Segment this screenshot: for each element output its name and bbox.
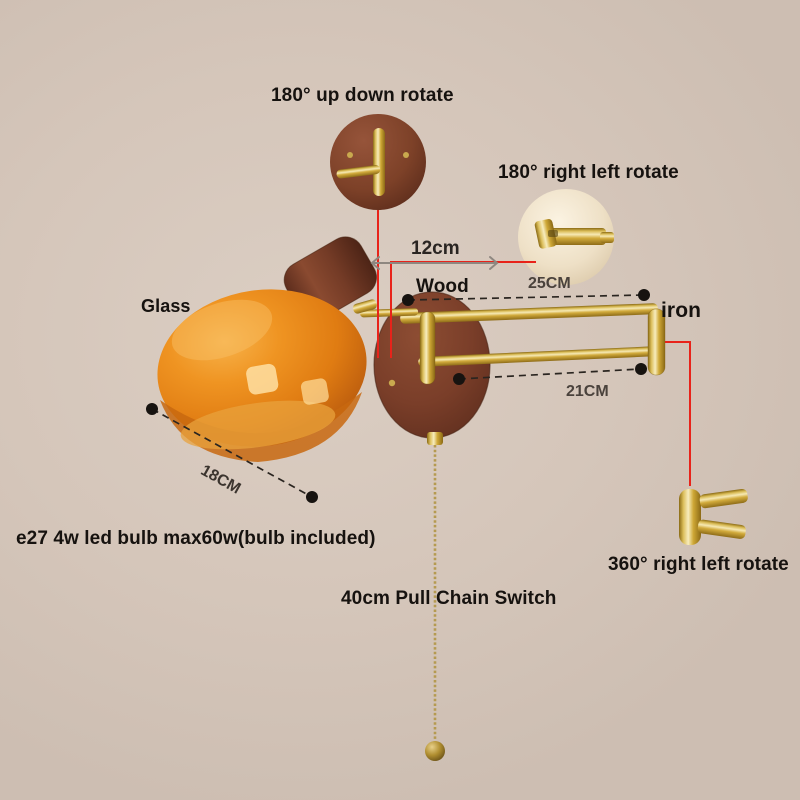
socket-stub-arm	[360, 308, 419, 318]
dimension-label-21cm: 21CM	[566, 383, 609, 400]
callout-wood: Wood	[416, 276, 469, 297]
dimension-label-18cm: 18CM	[197, 462, 244, 498]
inset-photo-right-left-joint	[518, 189, 614, 285]
callout-360-rotate: 360° right left rotate	[608, 554, 789, 575]
wood-backplate	[373, 291, 491, 439]
lower-swing-arm	[418, 346, 656, 367]
callout-up-down-rotate: 180° up down rotate	[271, 85, 454, 106]
callout-iron: iron	[661, 299, 702, 322]
socket-housing	[283, 236, 378, 321]
callout-right-left-rotate: 180° right left rotate	[498, 162, 679, 183]
dimension-21cm	[453, 363, 647, 385]
inset-photo-up-down-joint	[330, 114, 426, 210]
spec-pull-chain: 40cm Pull Chain Switch	[341, 588, 557, 609]
dimension-label-12cm: 12cm	[411, 238, 460, 259]
inset-photo-360-joint	[679, 488, 748, 545]
spec-bulb: e27 4w led bulb max60w(bulb included)	[16, 528, 376, 549]
dimension-label-25cm: 25CM	[528, 275, 571, 292]
callout-glass: Glass	[141, 296, 191, 316]
inner-elbow-joint	[419, 311, 436, 385]
upper-swing-arm	[400, 303, 659, 324]
